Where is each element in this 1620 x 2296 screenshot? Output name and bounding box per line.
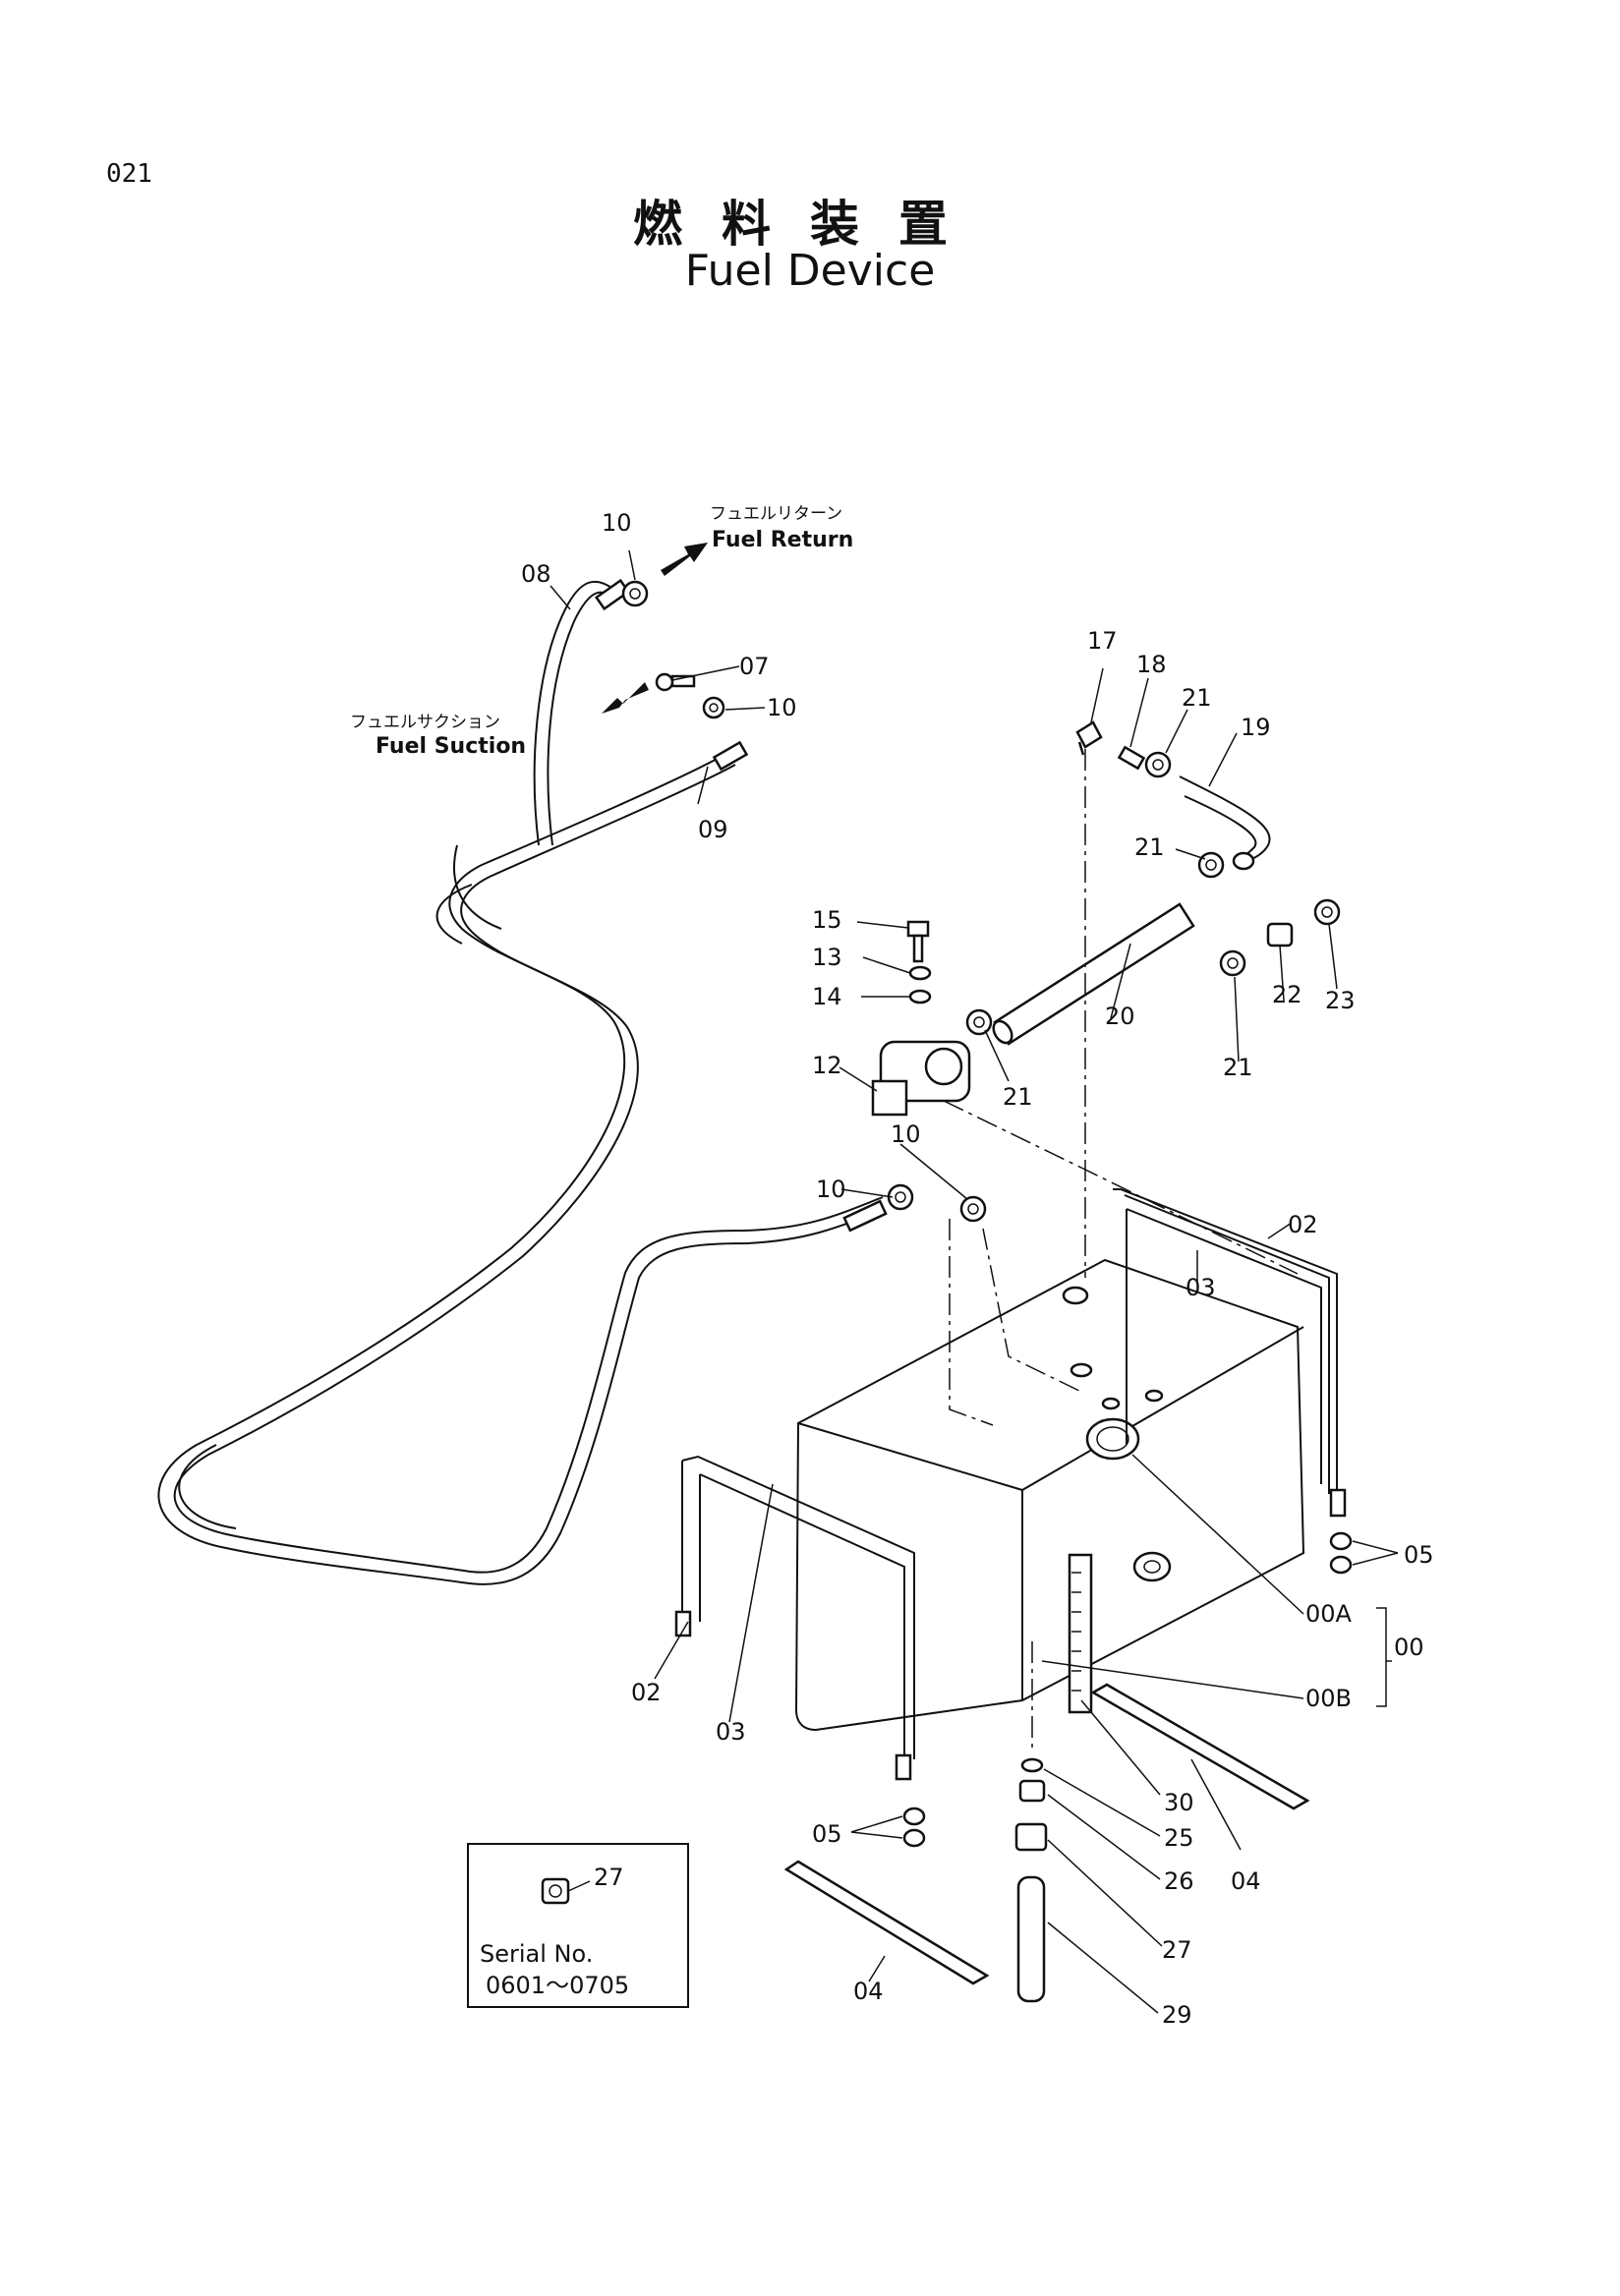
callout-10: 10 — [602, 509, 632, 537]
connector-07 — [655, 672, 696, 692]
callout-25: 25 — [1164, 1824, 1194, 1852]
nut-27 — [1014, 1822, 1048, 1852]
callout-17: 17 — [1087, 627, 1118, 655]
callout-21: 21 — [1003, 1083, 1033, 1111]
pad-04-right — [1090, 1683, 1310, 1810]
callout-30: 30 — [1164, 1789, 1194, 1816]
callout-05: 05 — [812, 1820, 842, 1848]
callout-27: 27 — [1162, 1936, 1192, 1964]
hose-19 — [1179, 775, 1271, 871]
leader-lines — [550, 549, 1399, 2014]
callout-00: 00 — [1394, 1634, 1424, 1661]
callout-03: 03 — [1186, 1274, 1216, 1301]
callout-12: 12 — [812, 1052, 842, 1079]
drain-washer-25 — [1020, 1757, 1044, 1773]
clamp-21-valve — [965, 1008, 993, 1036]
clamp-21-mid — [1197, 851, 1225, 879]
page-title-japanese: 燃料装置 — [633, 196, 987, 253]
fuel-suction-pipe-09 — [157, 751, 886, 1585]
callout-18: 18 — [1136, 651, 1167, 678]
level-gauge-30 — [1068, 1553, 1093, 1714]
callout-02: 02 — [1288, 1211, 1318, 1238]
fuel-return-label-jp: フュエルリターン — [710, 504, 842, 524]
bolt-15 — [906, 920, 930, 963]
adapter-18 — [1117, 745, 1146, 771]
callout-21: 21 — [1182, 684, 1212, 712]
washer-14 — [908, 989, 932, 1004]
callout-04: 04 — [853, 1978, 884, 2005]
callout-23: 23 — [1325, 987, 1356, 1014]
fuel-suction-arrow-icon — [602, 682, 649, 714]
fuel-suction-label-jp: フュエルサクション — [350, 713, 500, 732]
hose-20 — [992, 902, 1195, 1046]
nut-27-inset — [541, 1877, 591, 1905]
callout-09: 09 — [698, 816, 728, 843]
callout-22: 22 — [1272, 981, 1302, 1008]
callout-05: 05 — [1404, 1541, 1434, 1569]
callout-03: 03 — [716, 1718, 746, 1746]
fuel-return-arrow-icon — [661, 543, 708, 576]
assembly-lines — [943, 749, 1299, 1750]
serial-label: Serial No. — [480, 1940, 593, 1968]
clamp-10-lower-b — [959, 1195, 987, 1223]
washer-13 — [908, 965, 932, 981]
callout-15: 15 — [812, 906, 842, 934]
clamp-21-right — [1219, 949, 1246, 977]
tank-strap-03-left — [699, 1473, 912, 1781]
adapter-22 — [1266, 922, 1294, 947]
serial-range: 0601～0705 — [486, 1972, 629, 1999]
cap-23 — [1313, 898, 1341, 926]
callout-02: 02 — [631, 1679, 662, 1706]
drain-plug-26 — [1018, 1779, 1046, 1803]
page-title-english: Fuel Device — [684, 246, 936, 296]
elbow-fitting-17 — [1075, 720, 1103, 756]
tank-strap-03-right — [1126, 1208, 1322, 1484]
fuel-return-label-en: Fuel Return — [712, 528, 853, 552]
hose-end-lower — [842, 1199, 888, 1233]
callout-10: 10 — [767, 694, 797, 721]
nuts-05-right — [1329, 1531, 1353, 1575]
serial-inset-box: 27 Serial No. 0601～0705 — [467, 1843, 689, 2008]
callout-19: 19 — [1241, 714, 1271, 741]
clamp-10-suction — [702, 696, 725, 719]
clamp-10-top — [621, 580, 649, 607]
callout-13: 13 — [812, 944, 842, 971]
fuel-return-hose-08 — [533, 580, 615, 846]
callout-00a: 00A — [1305, 1600, 1353, 1628]
callout-10: 10 — [891, 1120, 921, 1148]
callout-07: 07 — [739, 653, 770, 680]
pad-04-left — [783, 1860, 990, 1985]
callout-14: 14 — [812, 983, 842, 1010]
fuel-suction-label-en: Fuel Suction — [376, 734, 526, 759]
clamp-21-upper — [1144, 751, 1172, 778]
drain-hose-29 — [1016, 1875, 1046, 2003]
callout-20: 20 — [1105, 1003, 1135, 1030]
valve-assembly-12 — [871, 1040, 971, 1117]
inset-callout-27: 27 — [594, 1864, 624, 1891]
hose-end-09 — [712, 740, 749, 772]
callout-29: 29 — [1162, 2001, 1192, 2029]
page-code: 021 — [106, 159, 152, 189]
tank-strap-02-left — [674, 1455, 915, 1759]
hose-band-pair — [178, 884, 473, 1529]
nuts-05-left — [902, 1807, 926, 1848]
callout-26: 26 — [1164, 1867, 1194, 1895]
callout-04: 04 — [1231, 1867, 1261, 1895]
callout-21: 21 — [1134, 833, 1165, 861]
callout-08: 08 — [521, 560, 551, 588]
callout-21: 21 — [1223, 1054, 1253, 1081]
callout-00b: 00B — [1305, 1685, 1352, 1712]
callout-10: 10 — [816, 1176, 846, 1203]
fuel-tank-00 — [794, 1258, 1305, 1732]
